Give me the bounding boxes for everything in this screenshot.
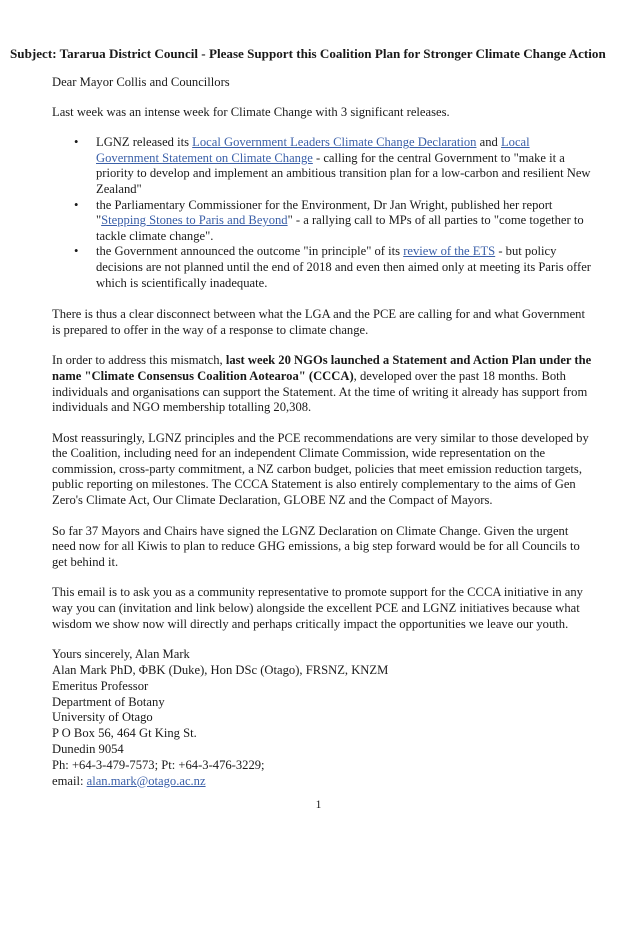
link-lg-statement[interactable]: Local Government Statement on Climate Ch… (96, 135, 530, 165)
list-item: • the Government announced the outcome "… (52, 244, 592, 291)
bullet-text: - but policy decisions are not planned u… (96, 244, 591, 290)
link-leaders-declaration[interactable]: Local Government Leaders Climate Change … (192, 135, 477, 150)
signature-line: Dunedin 9054 (52, 742, 124, 756)
signature-block: Yours sincerely, Alan Mark Alan Mark PhD… (52, 647, 592, 789)
bullet-text: LGNZ released its (96, 135, 193, 150)
signature-line: P O Box 56, 464 Gt King St. (52, 726, 197, 741)
signature-line: Ph: +64-3-479-7573; Pt: +64-3-476-3229; (52, 757, 265, 772)
ngo-paragraph: In order to address this mismatch, last … (52, 353, 592, 415)
signature-line: University of Otago (52, 710, 153, 725)
bullet-icon: • (74, 244, 79, 259)
mayors-paragraph: So far 37 Mayors and Chairs have signed … (52, 523, 580, 569)
page-number: 1 (315, 799, 322, 811)
signature-line: Yours sincerely, Alan Mark (52, 647, 190, 662)
bullet-icon: • (74, 197, 79, 212)
signature-line: Department of Botany (52, 694, 165, 709)
ngo-text: In order to address this mismatch, (52, 353, 226, 368)
signature-line: Emeritus Professor (52, 678, 149, 693)
bullet-text: the Parliamentary Commissioner for the E… (96, 197, 553, 228)
disconnect-paragraph: There is thus a clear disconnect between… (52, 307, 585, 337)
link-ets-review[interactable]: review of the ETS (403, 244, 496, 259)
link-stepping-stones[interactable]: Stepping Stones to Paris and Beyond (101, 213, 288, 228)
greeting: Dear Mayor Collis and Councillors (52, 75, 230, 89)
list-item: • the Parliamentary Commissioner for the… (52, 198, 592, 245)
bullet-text: the Government announced the outcome "in… (96, 244, 404, 259)
ngo-bold-text: last week 20 NGOs launched a Statement a… (52, 353, 592, 383)
email-link[interactable]: alan.mark@otago.ac.nz (86, 773, 206, 788)
signature-line: Alan Mark PhD, ΦBK (Duke), Hon DSc (Otag… (52, 663, 389, 678)
email-label: email: (52, 773, 87, 788)
ngo-text: , developed over the past 18 months. Bot… (52, 368, 588, 415)
intro-paragraph: Last week was an intense week for Climat… (52, 104, 450, 119)
bullet-text: - calling for the central Government to … (96, 150, 591, 196)
letter-body: Dear Mayor Collis and Councillors Last w… (52, 75, 592, 789)
request-paragraph: This email is to ask you as a community … (52, 585, 583, 631)
list-item: • LGNZ released its Local Government Lea… (52, 135, 592, 197)
email-line: email: alan.mark@otago.ac.nz (52, 774, 592, 790)
bullet-text: and (476, 135, 501, 150)
releases-list: • LGNZ released its Local Government Lea… (52, 135, 592, 291)
subject-line: Subject: Tararua District Council - Plea… (10, 46, 606, 61)
bullet-icon: • (74, 135, 79, 150)
bullet-text: " - a rallying call to MPs of all partie… (96, 213, 584, 243)
reassuring-paragraph: Most reassuringly, LGNZ principles and t… (52, 430, 589, 508)
